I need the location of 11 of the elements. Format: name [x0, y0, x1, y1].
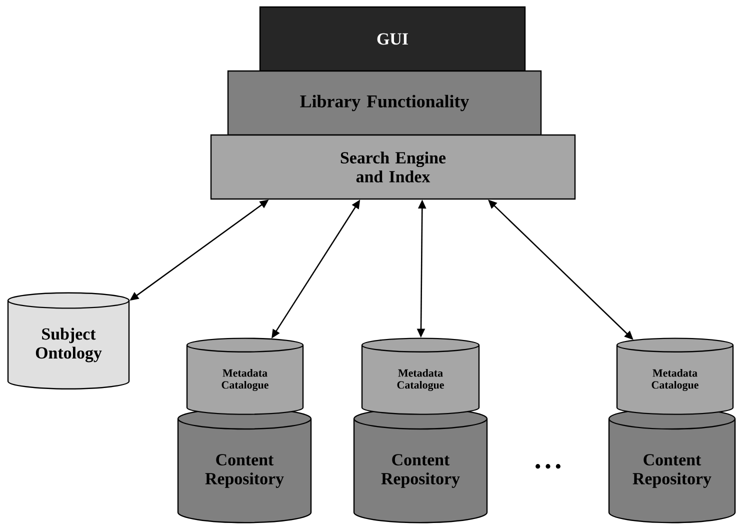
database-cylinder: Content Repository	[177, 408, 312, 524]
layer-box: GUI	[259, 6, 526, 72]
database-cylinder: Subject Ontology	[7, 292, 130, 390]
database-cylinder: Content Repository	[608, 408, 736, 524]
database-cylinder: Metadata Catalogue	[186, 338, 304, 415]
database-cylinder: Metadata Catalogue	[361, 338, 480, 415]
ellipsis: • • •	[536, 464, 560, 469]
layer-box: Search Engine and Index	[210, 134, 576, 200]
layer-box: Library Functionality	[227, 70, 542, 136]
database-cylinder: Content Repository	[353, 408, 488, 524]
database-cylinder: Metadata Catalogue	[616, 338, 734, 415]
